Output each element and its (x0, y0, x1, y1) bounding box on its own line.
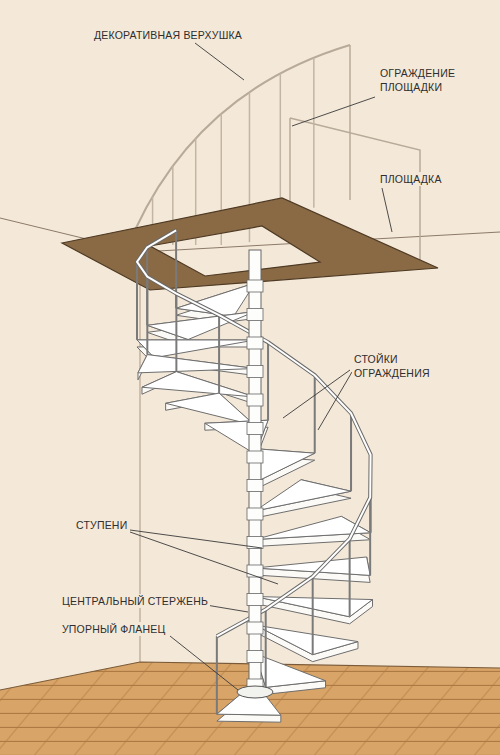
column-collar (247, 651, 263, 663)
step (255, 625, 358, 662)
baluster (218, 315, 220, 393)
part-label: ОГРАЖДЕНИЕ ПЛОЩАДКИ (378, 66, 482, 94)
base-flange (237, 686, 273, 698)
baluster (216, 636, 218, 714)
baluster (312, 577, 314, 655)
step-tread (138, 355, 255, 373)
baluster (175, 294, 177, 372)
column-collar (247, 366, 263, 378)
column-collar (247, 309, 263, 321)
step (217, 682, 281, 722)
column-collar (247, 337, 263, 349)
step-tread (255, 480, 351, 511)
column-collar (247, 594, 263, 606)
top-handrail (135, 45, 350, 230)
step-tread (255, 557, 370, 575)
part-label: ЦЕНТРАЛЬНЫЙ СТЕРЖЕНЬ (60, 594, 210, 608)
baluster (265, 609, 267, 687)
part-label: ПЛОЩАДКА (378, 172, 444, 186)
column-collar (247, 280, 263, 292)
column-collar (247, 508, 263, 520)
step (138, 355, 255, 380)
step-tread (217, 682, 281, 715)
baluster (314, 375, 316, 453)
baluster (146, 277, 148, 355)
step-tread (142, 372, 255, 397)
baluster (349, 539, 351, 617)
baluster (369, 497, 371, 575)
step-tread (166, 393, 255, 425)
part-label: СТУПЕНИ (74, 518, 129, 532)
baluster (350, 413, 352, 491)
column-collar (247, 480, 263, 492)
column-collar (247, 423, 263, 435)
spiral-stairs (137, 230, 373, 722)
column-collar (247, 394, 263, 406)
column-collar (247, 565, 263, 577)
column-collar (247, 451, 263, 463)
part-label: УПОРНЫЙ ФЛАНЕЦ (60, 622, 167, 636)
part-label: СТОЙКИ ОГРАЖДЕНИЯ (352, 352, 466, 380)
baluster (313, 58, 315, 208)
baluster (136, 262, 138, 340)
step (255, 480, 351, 518)
column-collar (247, 622, 263, 634)
baluster (267, 342, 269, 420)
part-label: ДЕКОРАТИВНАЯ ВЕРХУШКА (92, 28, 244, 42)
step (255, 597, 373, 624)
step-tread (255, 625, 358, 655)
